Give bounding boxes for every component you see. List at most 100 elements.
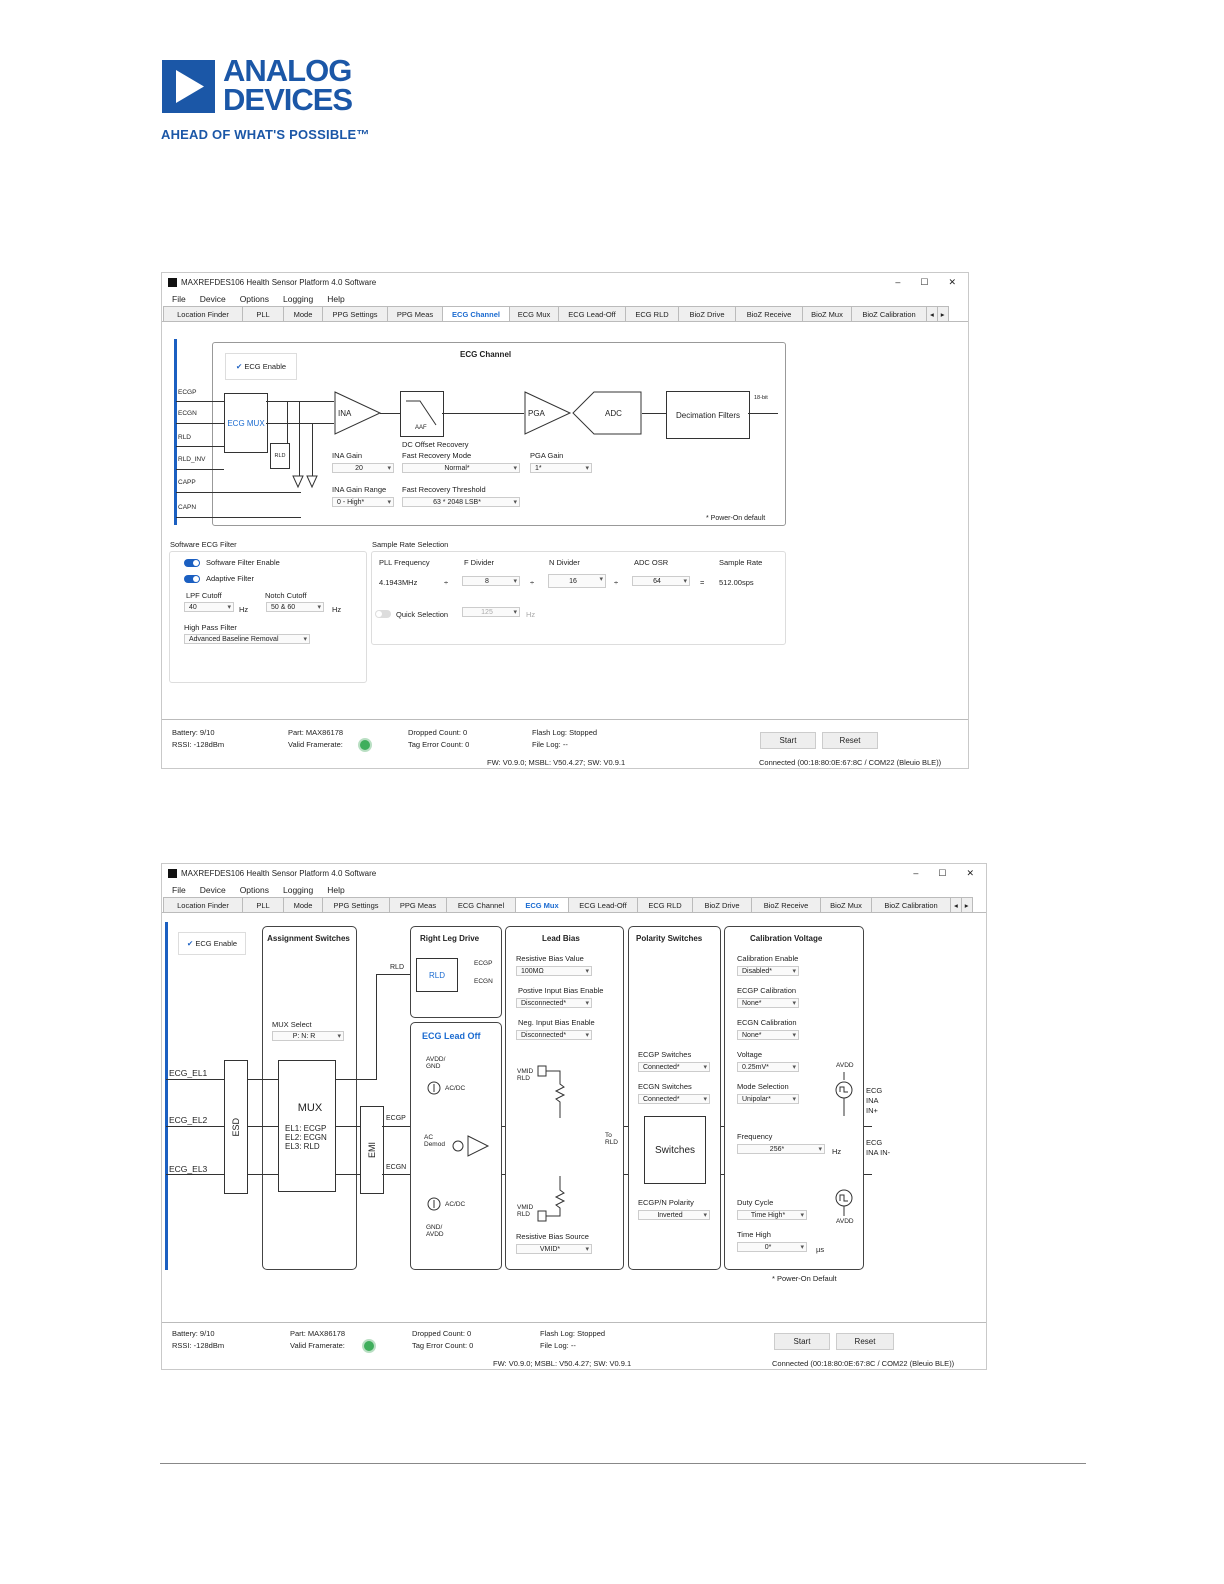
tab-bioz-mux[interactable]: BioZ Mux bbox=[820, 897, 872, 912]
wire bbox=[166, 1174, 278, 1175]
tab-location-finder[interactable]: Location Finder bbox=[163, 897, 243, 912]
resistive-bias-value-select[interactable]: 100MΩ bbox=[516, 966, 592, 976]
ina-gain-range-select[interactable]: 0 - High* bbox=[332, 497, 394, 507]
ecg-lead-off-title: ECG Lead Off bbox=[422, 1031, 481, 1041]
tab-ecg-rld[interactable]: ECG RLD bbox=[637, 897, 693, 912]
menu-device[interactable]: Device bbox=[199, 294, 226, 304]
start-button[interactable]: Start bbox=[774, 1333, 830, 1350]
battery-status: Battery: 9/10 bbox=[172, 1329, 215, 1338]
tab-bioz-receive[interactable]: BioZ Receive bbox=[751, 897, 821, 912]
fast-recovery-threshold-select[interactable]: 63 * 2048 LSB* bbox=[402, 497, 520, 507]
tab-ecg-channel[interactable]: ECG Channel bbox=[442, 306, 510, 321]
n-divider-stepper[interactable]: 16 bbox=[548, 574, 606, 588]
ecgpn-polarity-select[interactable]: Inverted bbox=[638, 1210, 710, 1220]
app-icon bbox=[168, 869, 177, 878]
bias-resistor-icon bbox=[537, 1176, 566, 1222]
menu-help[interactable]: Help bbox=[327, 885, 345, 895]
time-high-select[interactable]: 0* bbox=[737, 1242, 807, 1252]
ecgp-calibration-select[interactable]: None* bbox=[737, 998, 799, 1008]
notch-cutoff-select[interactable]: 50 & 60 bbox=[266, 602, 324, 612]
menu-file[interactable]: File bbox=[172, 294, 186, 304]
f-divider-select[interactable]: 8 bbox=[462, 576, 520, 586]
time-high-label: Time High bbox=[737, 1230, 771, 1239]
tab-bioz-drive[interactable]: BioZ Drive bbox=[678, 306, 736, 321]
voltage-select[interactable]: 0.25mV* bbox=[737, 1062, 799, 1072]
quick-selection-toggle[interactable] bbox=[375, 610, 391, 618]
maximize-button[interactable]: ☐ bbox=[920, 277, 929, 287]
tab-ecg-mux[interactable]: ECG Mux bbox=[509, 306, 559, 321]
ecg-ina-inn-label: ECG INA IN- bbox=[866, 1138, 891, 1157]
tab-ppg-settings[interactable]: PPG Settings bbox=[322, 306, 388, 321]
adc-osr-select[interactable]: 64 bbox=[632, 576, 690, 586]
fast-recovery-mode-label: Fast Recovery Mode bbox=[402, 451, 472, 460]
reset-button[interactable]: Reset bbox=[836, 1333, 894, 1350]
ecg-enable-checkbox[interactable]: ✔ ECG Enable bbox=[178, 932, 247, 955]
high-pass-filter-select[interactable]: Advanced Baseline Removal bbox=[184, 634, 310, 644]
tab-mode[interactable]: Mode bbox=[283, 897, 323, 912]
ecgp-bus bbox=[382, 1126, 872, 1127]
reset-button[interactable]: Reset bbox=[822, 732, 878, 749]
divide-symbol: ÷ bbox=[614, 578, 619, 587]
adaptive-filter-toggle[interactable] bbox=[184, 575, 200, 583]
tab-ppg-meas[interactable]: PPG Meas bbox=[389, 897, 447, 912]
calibration-enable-select[interactable]: Disabled* bbox=[737, 966, 799, 976]
tab-bioz-receive[interactable]: BioZ Receive bbox=[735, 306, 803, 321]
software-filter-toggle[interactable] bbox=[184, 559, 200, 567]
ina-gain-select[interactable]: 20 bbox=[332, 463, 394, 473]
close-button[interactable]: ✕ bbox=[966, 868, 974, 878]
menu-logging[interactable]: Logging bbox=[282, 294, 314, 304]
positive-input-bias-select[interactable]: Disconnected* bbox=[516, 998, 592, 1008]
frequency-select[interactable]: 256* bbox=[737, 1144, 825, 1154]
firmware-version: FW: V0.9.0; MSBL: V50.4.27; SW: V0.9.1 bbox=[487, 758, 626, 767]
tab-ppg-meas[interactable]: PPG Meas bbox=[387, 306, 443, 321]
menu-help[interactable]: Help bbox=[327, 294, 345, 304]
tab-bioz-calibration[interactable]: BioZ Calibration bbox=[851, 306, 927, 321]
valid-framerate-label: Valid Framerate: bbox=[288, 740, 343, 749]
tab-bioz-calibration[interactable]: BioZ Calibration bbox=[871, 897, 951, 912]
mux-el2: EL2: ECGN bbox=[285, 1132, 327, 1142]
pga-gain-select[interactable]: 1* bbox=[530, 463, 592, 473]
menu-device[interactable]: Device bbox=[199, 885, 226, 895]
quick-selection-select[interactable]: 125 bbox=[462, 607, 520, 617]
tab-pll[interactable]: PLL bbox=[242, 897, 284, 912]
minimize-button[interactable]: – bbox=[913, 868, 919, 878]
tab-ecg-channel[interactable]: ECG Channel bbox=[446, 897, 516, 912]
ecgn-calibration-select[interactable]: None* bbox=[737, 1030, 799, 1040]
tab-ecg-lead-off[interactable]: ECG Lead-Off bbox=[568, 897, 638, 912]
duty-cycle-select[interactable]: Time High* bbox=[737, 1210, 807, 1220]
tab-bioz-drive[interactable]: BioZ Drive bbox=[692, 897, 752, 912]
tab-ecg-mux[interactable]: ECG Mux bbox=[515, 897, 569, 912]
sample-rate-value: 512.00sps bbox=[719, 578, 754, 587]
menu-options[interactable]: Options bbox=[239, 294, 269, 304]
minimize-button[interactable]: – bbox=[895, 277, 901, 287]
close-button[interactable]: ✕ bbox=[948, 277, 956, 287]
ecgp-switches-select[interactable]: Connected* bbox=[638, 1062, 710, 1072]
wire bbox=[176, 401, 224, 402]
menu-options[interactable]: Options bbox=[239, 885, 269, 895]
ecg-enable-checkbox[interactable]: ✔ ECG Enable bbox=[225, 353, 298, 380]
mux-select-dropdown[interactable]: P: N: R bbox=[272, 1031, 344, 1041]
ecgn-switches-select[interactable]: Connected* bbox=[638, 1094, 710, 1104]
maximize-button[interactable]: ☐ bbox=[938, 868, 947, 878]
tab-pll[interactable]: PLL bbox=[242, 306, 284, 321]
tab-mode[interactable]: Mode bbox=[283, 306, 323, 321]
tab-location-finder[interactable]: Location Finder bbox=[163, 306, 243, 321]
tab-ecg-rld[interactable]: ECG RLD bbox=[625, 306, 679, 321]
switches-block: Switches bbox=[644, 1116, 706, 1184]
ina-gain-range-label: INA Gain Range bbox=[332, 485, 387, 494]
negative-input-bias-select[interactable]: Disconnected* bbox=[516, 1030, 592, 1040]
menu-file[interactable]: File bbox=[172, 885, 186, 895]
tab-scroll-right-icon[interactable]: ▸ bbox=[960, 897, 973, 912]
tab-bioz-mux[interactable]: BioZ Mux bbox=[802, 306, 852, 321]
start-button[interactable]: Start bbox=[760, 732, 816, 749]
menu-logging[interactable]: Logging bbox=[282, 885, 314, 895]
wire bbox=[336, 1126, 360, 1127]
quick-hz-label: Hz bbox=[526, 610, 536, 619]
lpf-cutoff-select[interactable]: 40 bbox=[184, 602, 234, 612]
tab-ecg-lead-off[interactable]: ECG Lead-Off bbox=[558, 306, 626, 321]
fast-recovery-mode-select[interactable]: Normal* bbox=[402, 463, 520, 473]
tab-ppg-settings[interactable]: PPG Settings bbox=[322, 897, 390, 912]
tab-scroll-right-icon[interactable]: ▸ bbox=[936, 306, 949, 321]
resistive-bias-source-select[interactable]: VMID* bbox=[516, 1244, 592, 1254]
mode-selection-select[interactable]: Unipolar* bbox=[737, 1094, 799, 1104]
